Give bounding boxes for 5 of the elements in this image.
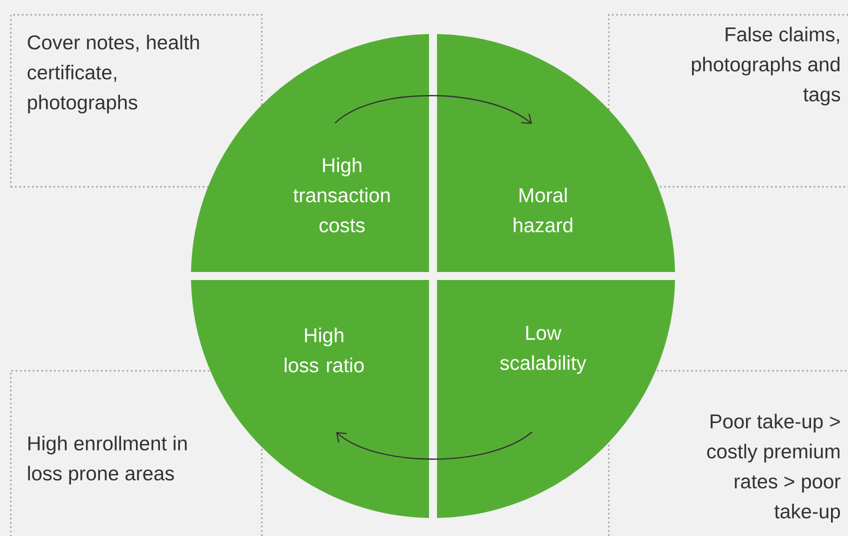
curved-arrow xyxy=(336,432,532,460)
quadrant: High loss ratio xyxy=(191,280,429,518)
curved-arrow xyxy=(334,95,532,124)
quadrant: Low scalability xyxy=(437,280,675,518)
quadrant: Moral hazard xyxy=(437,34,675,272)
